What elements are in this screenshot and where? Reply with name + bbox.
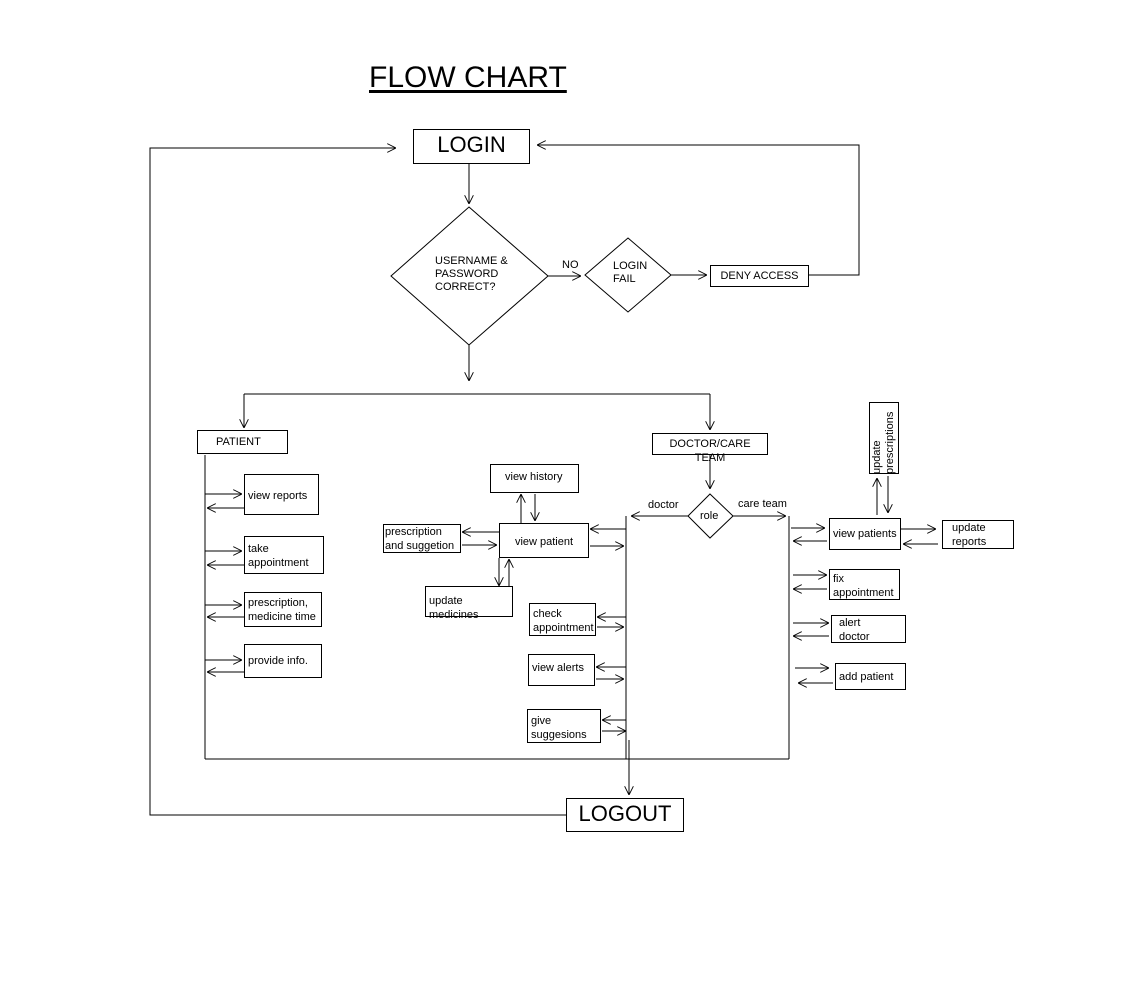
patient-node: PATIENT bbox=[197, 430, 288, 454]
patient-provide-info-node: provide info. bbox=[244, 644, 322, 678]
patient-take-appointment-node: take appointment bbox=[244, 536, 324, 574]
doctor-give-suggestions-node: give suggesions bbox=[527, 709, 601, 743]
flowchart-title: FLOW CHART bbox=[369, 61, 567, 94]
care-update-reports-node: update reports bbox=[942, 520, 1014, 549]
care-update-prescriptions-label: update prescriptions bbox=[871, 411, 896, 474]
deny-access-node: DENY ACCESS bbox=[710, 265, 809, 287]
credentials-decision-label: USERNAME & PASSWORD CORRECT? bbox=[435, 255, 508, 293]
care-add-patient-node: add patient bbox=[835, 663, 906, 690]
role-decision-label: role bbox=[700, 510, 719, 522]
doctor-prescription-suggestion-node: prescription and suggetion bbox=[383, 524, 461, 553]
login-fail-decision-shape bbox=[584, 237, 672, 313]
patient-prescription-node: prescription, medicine time bbox=[244, 592, 322, 627]
doctor-view-alerts-node: view alerts bbox=[528, 654, 595, 686]
doctor-care-team-node: DOCTOR/CARE TEAM bbox=[652, 433, 768, 464]
edge-label-doctor: doctor bbox=[648, 499, 679, 511]
edge-label-no: NO bbox=[562, 259, 579, 271]
login-fail-label: LOGIN FAIL bbox=[613, 260, 648, 285]
edge-label-care-team: care team bbox=[738, 498, 787, 510]
doctor-view-history-node: view history bbox=[490, 464, 579, 493]
patient-view-reports-node: view reports bbox=[244, 474, 319, 515]
care-update-prescriptions-node: update prescriptions bbox=[869, 402, 899, 474]
doctor-update-medicines-node: update medicines bbox=[425, 586, 513, 621]
care-fix-appointment-node: fix appointment bbox=[829, 569, 900, 600]
logout-node: LOGOUT bbox=[566, 798, 684, 832]
care-view-patients-node: view patients bbox=[829, 518, 901, 550]
login-node: LOGIN bbox=[413, 129, 530, 164]
doctor-check-appointment-node: check appointment bbox=[529, 603, 596, 636]
role-decision-shape bbox=[687, 493, 734, 539]
care-alert-doctor-node: alert doctor bbox=[831, 615, 906, 643]
doctor-view-patient-node: view patient bbox=[499, 523, 589, 558]
